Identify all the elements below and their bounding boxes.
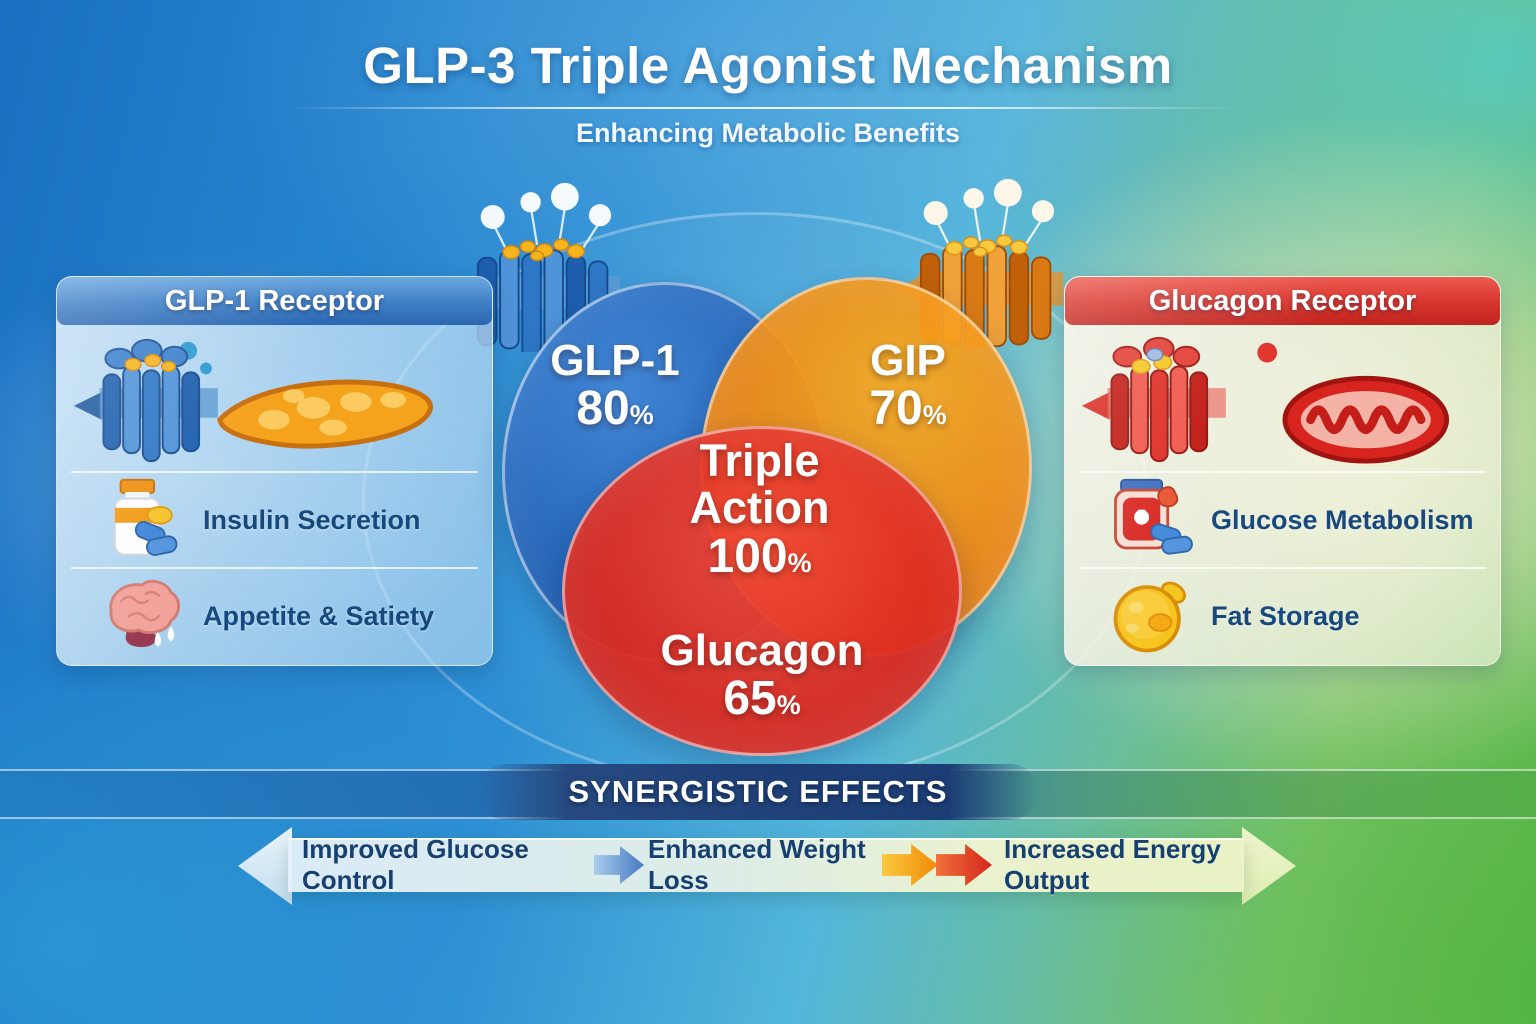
page-title: GLP-3 Triple Agonist Mechanism	[363, 37, 1173, 94]
gip-name: GIP	[870, 336, 946, 385]
insulin-vial-icon	[114, 478, 178, 556]
title-divider	[288, 107, 1244, 109]
glucagon-receptor-panel: Glucagon Receptor	[1064, 276, 1501, 666]
glucagon-value-unit: %	[776, 689, 801, 720]
pancreas-icon	[217, 379, 433, 449]
glp1-value-unit: %	[629, 399, 654, 430]
venn-circle-glucagon	[562, 426, 962, 756]
panel-divider	[1079, 471, 1486, 473]
triple-action-value-unit: %	[787, 547, 812, 578]
glucagon-label: Glucagon 65%	[642, 628, 882, 724]
triple-action-value-number: 100	[707, 529, 788, 583]
gip-value: 70%	[808, 381, 1008, 435]
glp1-panel-header: GLP-1 Receptor	[57, 277, 492, 325]
gip-value-number: 70	[869, 381, 923, 435]
glucose-metabolism-row: Glucose Metabolism	[1065, 473, 1500, 567]
triple-action-label: Triple Action 100%	[652, 435, 867, 583]
synergy-band: SYNERGISTIC EFFECTS	[478, 764, 1038, 820]
arrow-right-icon	[936, 844, 992, 886]
panel-divider	[71, 471, 478, 473]
glucagon-value: 65%	[642, 671, 882, 725]
glp1-receptor-panel: GLP-1 Receptor	[56, 276, 493, 666]
brain-icon	[109, 579, 181, 648]
panel-divider	[1079, 567, 1486, 569]
glp1-name: GLP-1	[550, 336, 680, 385]
triple-action-line1: Triple	[699, 435, 820, 486]
triple-action-line2: Action	[689, 481, 830, 533]
glucagon-receptor-icon	[1081, 336, 1278, 463]
insulin-secretion-label: Insulin Secretion	[203, 504, 421, 535]
gip-label: GIP 70%	[808, 338, 1008, 434]
appetite-satiety-label: Appetite & Satiety	[203, 600, 435, 631]
mitochondria-icon	[1282, 375, 1450, 464]
panel-divider	[71, 567, 478, 569]
gip-value-unit: %	[922, 399, 947, 430]
fat-storage-label: Fat Storage	[1211, 600, 1360, 631]
glp1-receptor-icon	[73, 338, 218, 463]
fat-cell-icon	[1113, 581, 1186, 653]
glp1-value-number: 80	[576, 381, 630, 435]
triple-action-value: 100%	[652, 529, 867, 583]
page-subtitle: Enhancing Metabolic Benefits	[575, 118, 961, 148]
glucose-jar-icon	[1114, 478, 1193, 555]
effect-improved-glucose-control: Improved Glucose Control	[302, 834, 529, 895]
glucagon-panel-title: Glucagon Receptor	[1148, 284, 1417, 317]
fat-storage-row: Fat Storage	[1065, 569, 1500, 663]
glp1-label: GLP-1 80%	[505, 338, 725, 434]
glp1-value: 80%	[505, 381, 725, 435]
glucagon-name: Glucagon	[660, 626, 864, 675]
glucose-metabolism-label: Glucose Metabolism	[1211, 504, 1474, 535]
effect-enhanced-weight-loss: Enhanced Weight Loss	[648, 834, 866, 895]
synergy-title: SYNERGISTIC EFFECTS	[568, 774, 948, 809]
insulin-secretion-row: Insulin Secretion	[57, 473, 492, 567]
glp1-panel-title: GLP-1 Receptor	[164, 284, 385, 317]
flow-arrowhead-left	[238, 827, 292, 905]
glucagon-receptor-mitochondria-art	[1081, 336, 1450, 464]
glucagon-panel-header: Glucagon Receptor	[1065, 277, 1500, 325]
flow-bar: Improved Glucose Control Enhanced Weight…	[288, 834, 1244, 895]
arrow-right-icon	[594, 846, 644, 884]
arrow-right-icon	[882, 844, 938, 886]
appetite-satiety-row: Appetite & Satiety	[57, 569, 492, 663]
effect-increased-energy-output: Increased Energy Output	[1004, 834, 1221, 895]
glucagon-value-number: 65	[723, 671, 777, 725]
glp1-receptor-pancreas-art	[73, 338, 433, 463]
